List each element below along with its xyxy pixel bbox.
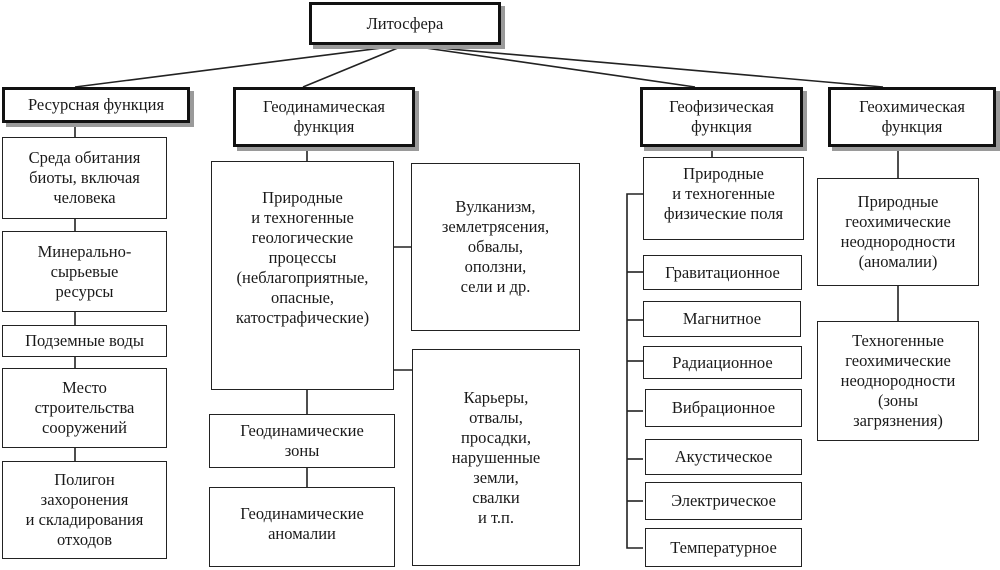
geodynamic-processes: Природные и техногенные геологические пр… [211,161,394,390]
function-geodynamic-label: Геодинамическая функция [262,97,386,136]
geodynamic-processes-label: Природные и техногенные геологические пр… [235,188,370,327]
connector-root-geodynamic [302,44,406,88]
geophysical-fields-label: Природные и техногенные физические поля [663,164,784,223]
geophysical-field-label: Гравитационное [665,262,780,282]
geodynamic-zones-label: Геодинамические зоны [240,421,364,460]
geodynamic-technogenic-examples: Карьеры, отвалы, просадки, нарушенные зе… [412,349,580,566]
connector-root-resource [74,44,406,88]
resource-item: Среда обитания биоты, включая человека [2,137,167,219]
resource-item-label: Минерально- сырьевые ресурсы [37,241,132,301]
function-geochemical: Геохимическая функция [828,87,996,147]
resource-item: Полигон захоронения и складирования отхо… [2,461,167,559]
root-node-lithosphere: Литосфера [309,2,501,45]
geodynamic-anomalies: Геодинамические аномалии [209,487,395,567]
root-label: Литосфера [366,13,444,33]
connector-root-geochemical [404,44,884,88]
geophysical-field-item: Магнитное [643,301,801,337]
resource-item-label: Место строительства сооружений [34,378,135,437]
geophysical-field-label: Радиационное [672,352,773,372]
geophysical-field-item: Радиационное [643,346,802,379]
geodynamic-natural-examples: Вулканизм, землетрясения, обвалы, оползн… [411,163,580,331]
geodynamic-technogenic-examples-label: Карьеры, отвалы, просадки, нарушенные зе… [451,387,541,527]
geodynamic-natural-examples-label: Вулканизм, землетрясения, обвалы, оползн… [441,197,550,296]
function-geophysical-label: Геофизическая функция [669,97,774,136]
geophysical-field-label: Магнитное [682,309,762,328]
geophysical-field-label: Акустическое [674,447,773,466]
function-geodynamic: Геодинамическая функция [233,87,415,147]
geochemical-natural-label: Природные геохимические неоднородности (… [840,192,956,271]
geophysical-field-item: Температурное [645,528,802,567]
geodynamic-anomalies-label: Геодинамические аномалии [240,504,364,543]
resource-item: Подземные воды [2,325,167,357]
resource-item-label: Полигон захоронения и складирования отхо… [25,470,144,549]
connector-geophysical-bracket [626,193,643,549]
geophysical-field-item: Вибрационное [645,389,802,427]
resource-item: Минерально- сырьевые ресурсы [2,231,167,312]
geophysical-field-label: Температурное [670,537,777,557]
function-resource: Ресурсная функция [2,87,190,123]
geophysical-field-item: Электрическое [645,482,802,520]
resource-item: Место строительства сооружений [2,368,167,448]
geochemical-technogenic: Техногенные геохимические неоднородности… [817,321,979,441]
geodynamic-zones: Геодинамические зоны [209,414,395,468]
connector-root-geophysical [404,44,696,88]
resource-item-label: Подземные воды [25,331,144,350]
geophysical-field-item: Гравитационное [643,255,802,290]
geophysical-field-item: Акустическое [645,439,802,475]
geochemical-natural: Природные геохимические неоднородности (… [817,178,979,286]
function-resource-label: Ресурсная функция [27,95,165,114]
resource-item-label: Среда обитания биоты, включая человека [28,148,141,207]
geochemical-technogenic-label: Техногенные геохимические неоднородности… [840,331,956,430]
function-geophysical: Геофизическая функция [640,87,803,147]
function-geochemical-label: Геохимическая функция [859,97,965,136]
geophysical-field-label: Вибрационное [671,398,776,417]
geophysical-fields: Природные и техногенные физические поля [643,157,804,240]
geophysical-field-label: Электрическое [671,491,776,510]
